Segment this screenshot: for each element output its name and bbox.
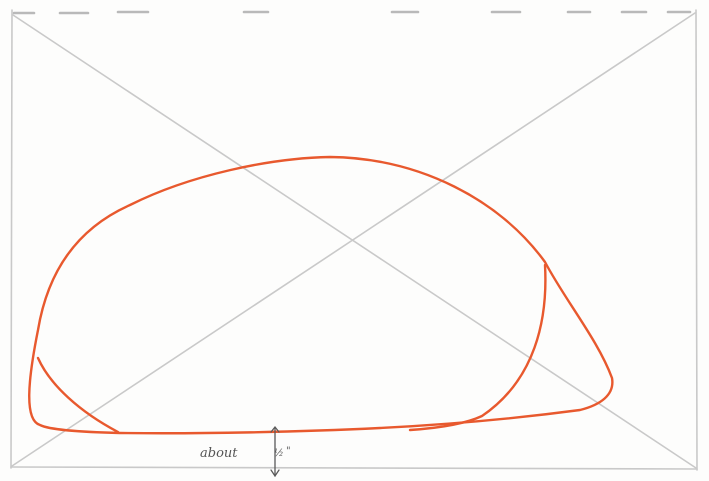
red-inner-right-stroke — [408, 263, 547, 432]
diagonal-top-right — [11, 12, 696, 467]
red-inner-left-stroke — [36, 356, 120, 434]
measurement-label: about — [200, 446, 238, 461]
bottom-edge — [10, 466, 698, 470]
measurement-unit: " — [286, 446, 291, 457]
right-edge — [695, 9, 698, 471]
left-edge — [10, 9, 13, 469]
top-dashed-edge — [12, 10, 692, 15]
red-outline-shape — [28, 155, 614, 435]
diagonal-top-left — [12, 14, 697, 469]
measurement-arrow — [270, 425, 280, 478]
measurement-fraction: ½ — [274, 448, 284, 459]
